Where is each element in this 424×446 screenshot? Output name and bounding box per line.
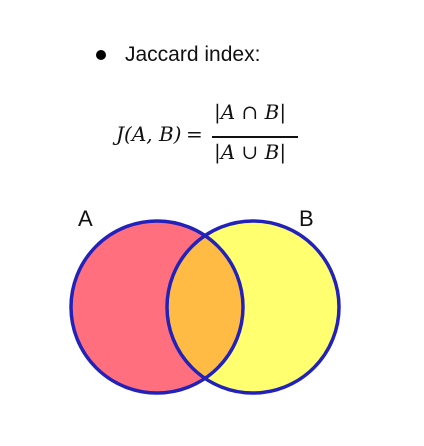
set-b-label: B	[299, 206, 314, 231]
set-b-outline	[165, 219, 341, 395]
bullet-item: Jaccard index:	[96, 40, 260, 70]
set-a-label: A	[78, 206, 93, 231]
formula-denominator: |A ∪ B|	[214, 140, 287, 164]
bullet-text: Jaccard index:	[125, 43, 261, 66]
set-a-outline	[69, 219, 245, 395]
jaccard-formula: J(A, B) = |A ∩ B| |A ∪ B|	[110, 100, 310, 170]
formula-lhs: J(A, B)	[116, 122, 182, 146]
formula-numerator: |A ∩ B|	[214, 100, 287, 124]
bullet-dot-icon	[96, 50, 106, 60]
intersection-region	[167, 221, 243, 393]
formula-equals: =	[186, 122, 203, 146]
fraction-bar	[212, 136, 298, 138]
